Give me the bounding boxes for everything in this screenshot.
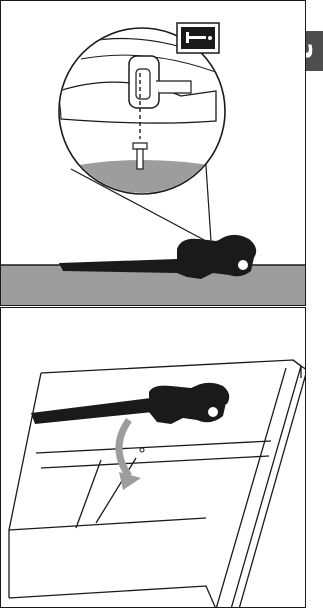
magnifier-callout-icon (56, 28, 231, 241)
instruction-panel-top (0, 0, 306, 306)
downward-curved-arrow-icon (119, 420, 144, 490)
mounting-illustration (1, 1, 306, 306)
instruction-panel-bottom (0, 307, 306, 608)
hedge-trimmer-icon (31, 383, 229, 424)
screwdriver-tool-icon (177, 23, 219, 53)
storage-illustration (1, 308, 306, 608)
